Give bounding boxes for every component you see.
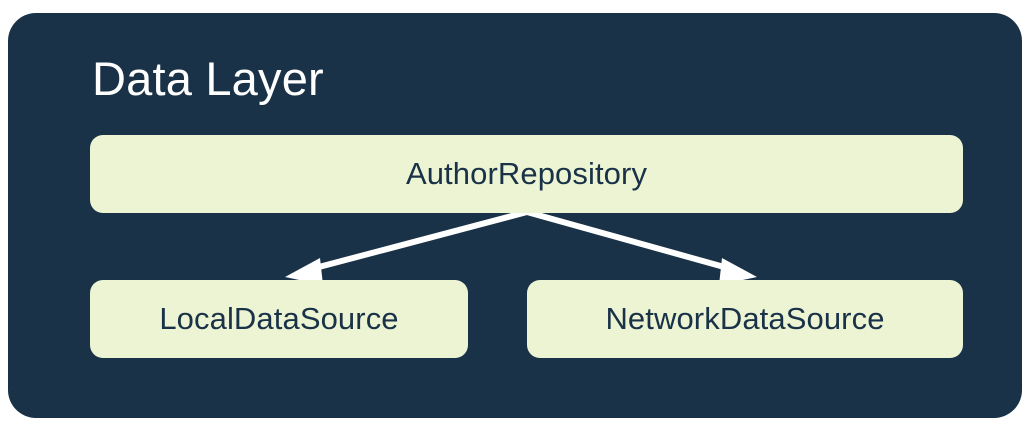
page-title: Data Layer — [92, 52, 324, 105]
node-label: LocalDataSource — [159, 301, 399, 336]
node-label: AuthorRepository — [405, 156, 648, 191]
node-network-data-source[interactable]: NetworkDataSource — [527, 280, 963, 358]
node-author-repository[interactable]: AuthorRepository — [90, 135, 963, 213]
node-local-data-source[interactable]: LocalDataSource — [90, 280, 468, 358]
node-label: NetworkDataSource — [605, 301, 885, 336]
